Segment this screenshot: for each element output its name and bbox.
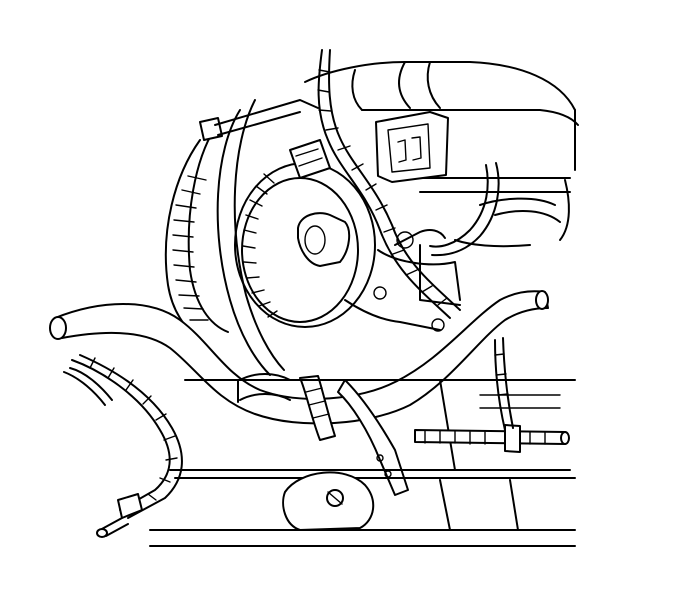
engine-upper-housing [304,61,579,306]
left-harness [63,354,183,538]
mounting-strap [337,379,409,496]
cooling-fins [172,175,209,321]
regulator-plug [289,139,331,179]
wiring-harness [317,49,500,319]
connector-block [375,111,449,183]
threaded-rod [414,424,570,453]
stator-fins [242,173,278,318]
pivot-bolt-icon [199,117,223,141]
conduit-ribs [317,69,448,306]
lower-bracket [282,471,375,531]
rod-threads [424,430,546,445]
bolt-icon [431,318,445,332]
lower-frame [149,379,576,547]
mounting-bracket [344,229,461,332]
harness-connector [117,493,143,519]
bolt-icon [373,286,387,300]
drive-belt [216,99,285,376]
alternator-lower-mount [237,373,291,403]
alternator [164,99,376,339]
hose-clamp [299,375,409,496]
right-cable [494,337,514,431]
heater-hose [49,290,549,425]
harness-ribs [89,357,178,501]
bolt-icon [396,231,414,249]
